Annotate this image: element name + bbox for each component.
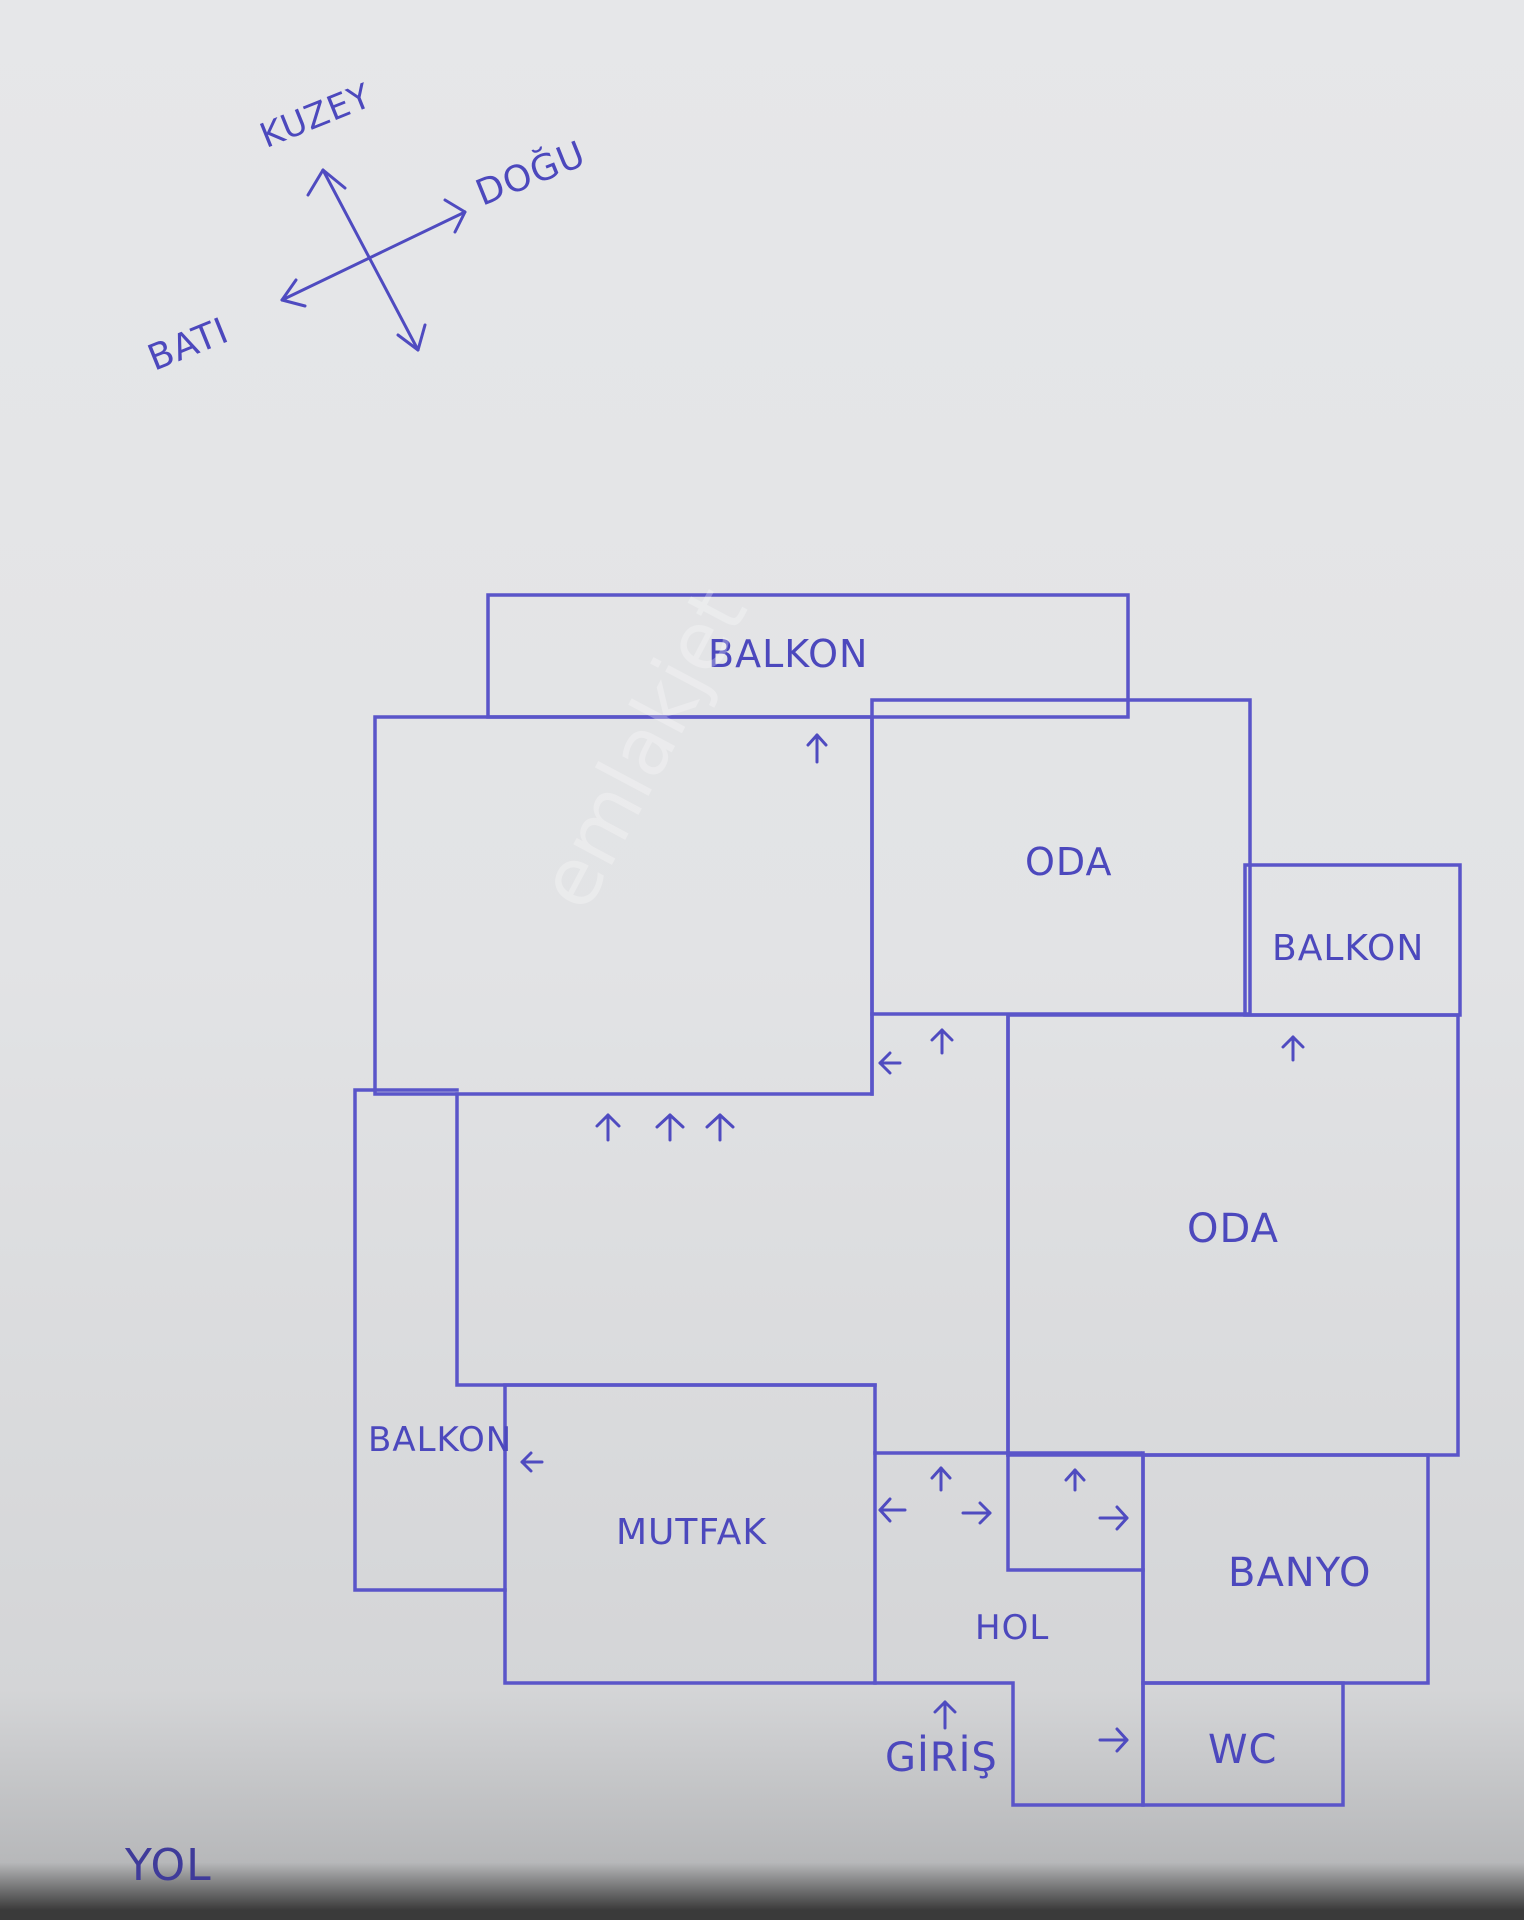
arrow-up-icon <box>930 1028 954 1055</box>
arrow-up-icon <box>655 1113 685 1142</box>
entrance-label: GİRİŞ <box>885 1735 998 1781</box>
arrow-right-icon <box>1098 1505 1129 1531</box>
salon-outline <box>455 1092 877 1387</box>
room-label-hol: HOL <box>975 1608 1050 1648</box>
arrow-up-icon <box>1064 1468 1086 1492</box>
arrow-right-icon <box>1098 1727 1129 1753</box>
room-label-oda-north: ODA <box>1025 840 1113 884</box>
street-label: YOL <box>125 1840 212 1891</box>
room-label-balkon-east: BALKON <box>1272 928 1425 969</box>
arrow-up-icon <box>930 1466 952 1492</box>
balkon-west-outline <box>353 1088 507 1592</box>
arrow-up-icon <box>705 1113 735 1142</box>
compass-rose-icon <box>280 168 467 352</box>
arrow-right-icon <box>961 1501 992 1525</box>
closet-outline <box>1006 1451 1145 1572</box>
room-label-oda-east: ODA <box>1187 1206 1279 1252</box>
arrow-up-icon <box>595 1113 621 1142</box>
room-label-mutfak: MUTFAK <box>616 1512 768 1553</box>
room-label-wc: WC <box>1208 1727 1278 1773</box>
mutfak-outline <box>503 1383 877 1685</box>
room-label-balkon-west: BALKON <box>368 1420 513 1460</box>
wc-outline <box>1141 1681 1345 1807</box>
arrow-up-icon <box>806 733 828 764</box>
arrow-up-icon <box>1281 1035 1305 1062</box>
arrow-left-icon <box>878 1497 907 1523</box>
arrow-up-icon <box>933 1700 957 1730</box>
arrow-left-icon <box>520 1451 544 1473</box>
room-label-balkon-north: BALKON <box>708 632 869 676</box>
arrow-left-icon <box>878 1051 902 1075</box>
room-label-banyo: BANYO <box>1228 1550 1372 1596</box>
door-arrows <box>520 733 1305 1753</box>
